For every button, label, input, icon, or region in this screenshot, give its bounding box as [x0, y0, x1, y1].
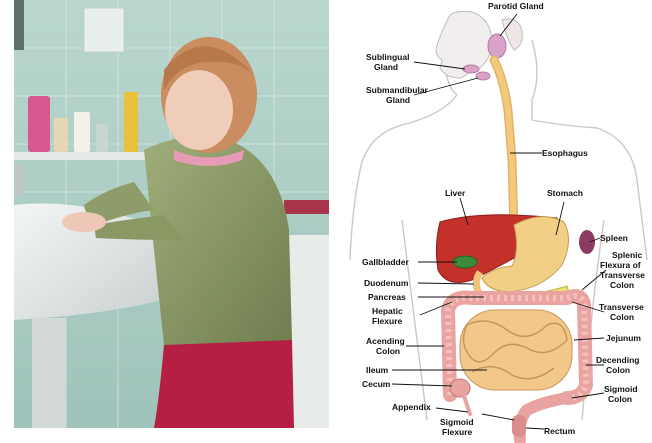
towel-rail	[284, 200, 329, 214]
red-pants	[154, 340, 294, 428]
rectum	[512, 415, 526, 437]
shelf	[14, 152, 164, 160]
door-edge	[14, 0, 24, 50]
photo-child-washing-hands	[14, 0, 329, 428]
submandibular-gland	[476, 72, 490, 80]
small-intestine	[460, 310, 572, 390]
pink-bottle	[28, 96, 50, 152]
sink-pedestal	[32, 318, 66, 428]
label-hepatic-flexure: Hepatic Flexure	[372, 306, 405, 326]
yellow-bottle	[124, 92, 138, 152]
digestive-diagram-svg: Parotid Gland Sublingual Gland Submandib…	[342, 0, 652, 443]
label-cecum: Cecum	[362, 379, 391, 389]
label-sigmoid-flexure: Sigmoid Flexure	[440, 417, 476, 437]
label-transverse-colon: Transverse Colon	[599, 302, 646, 322]
label-spleen: Spleen	[600, 233, 628, 243]
label-splenic-flexure: Splenic Flexura of Transverse Colon	[600, 250, 647, 290]
small-bottle	[96, 124, 108, 152]
hands	[62, 212, 106, 232]
label-pancreas: Pancreas	[368, 292, 406, 302]
label-submandibular-gland: Submandibular Gland	[366, 85, 430, 105]
label-acending-colon: Acending Colon	[366, 336, 407, 356]
spleen	[579, 230, 595, 254]
white-bottle	[74, 112, 90, 152]
cream-bottle	[54, 118, 68, 152]
sublingual-gland	[463, 65, 479, 73]
cecum	[450, 379, 470, 397]
wall-frame	[84, 8, 124, 52]
label-sublingual-gland: Sublingual Gland	[366, 52, 412, 72]
photo-illustration	[14, 0, 329, 428]
label-rectum: Rectum	[544, 426, 576, 436]
digestive-system-diagram: Parotid Gland Sublingual Gland Submandib…	[342, 0, 652, 443]
label-duodenum: Duodenum	[364, 278, 409, 288]
label-esophagus: Esophagus	[542, 148, 588, 158]
label-appendix: Appendix	[392, 402, 431, 412]
parotid-gland	[488, 34, 506, 58]
label-gallbladder: Gallbladder	[362, 257, 409, 267]
label-sigmoid-colon: Sigmoid Colon	[604, 384, 640, 404]
label-stomach: Stomach	[547, 188, 583, 198]
head-region	[436, 11, 522, 80]
label-parotid-gland: Parotid Gland	[488, 1, 544, 11]
label-jejunum: Jejunum	[606, 333, 641, 343]
faucet	[16, 166, 24, 196]
label-liver: Liver	[445, 188, 466, 198]
label-ileum: Ileum	[366, 365, 389, 375]
face	[165, 70, 233, 150]
